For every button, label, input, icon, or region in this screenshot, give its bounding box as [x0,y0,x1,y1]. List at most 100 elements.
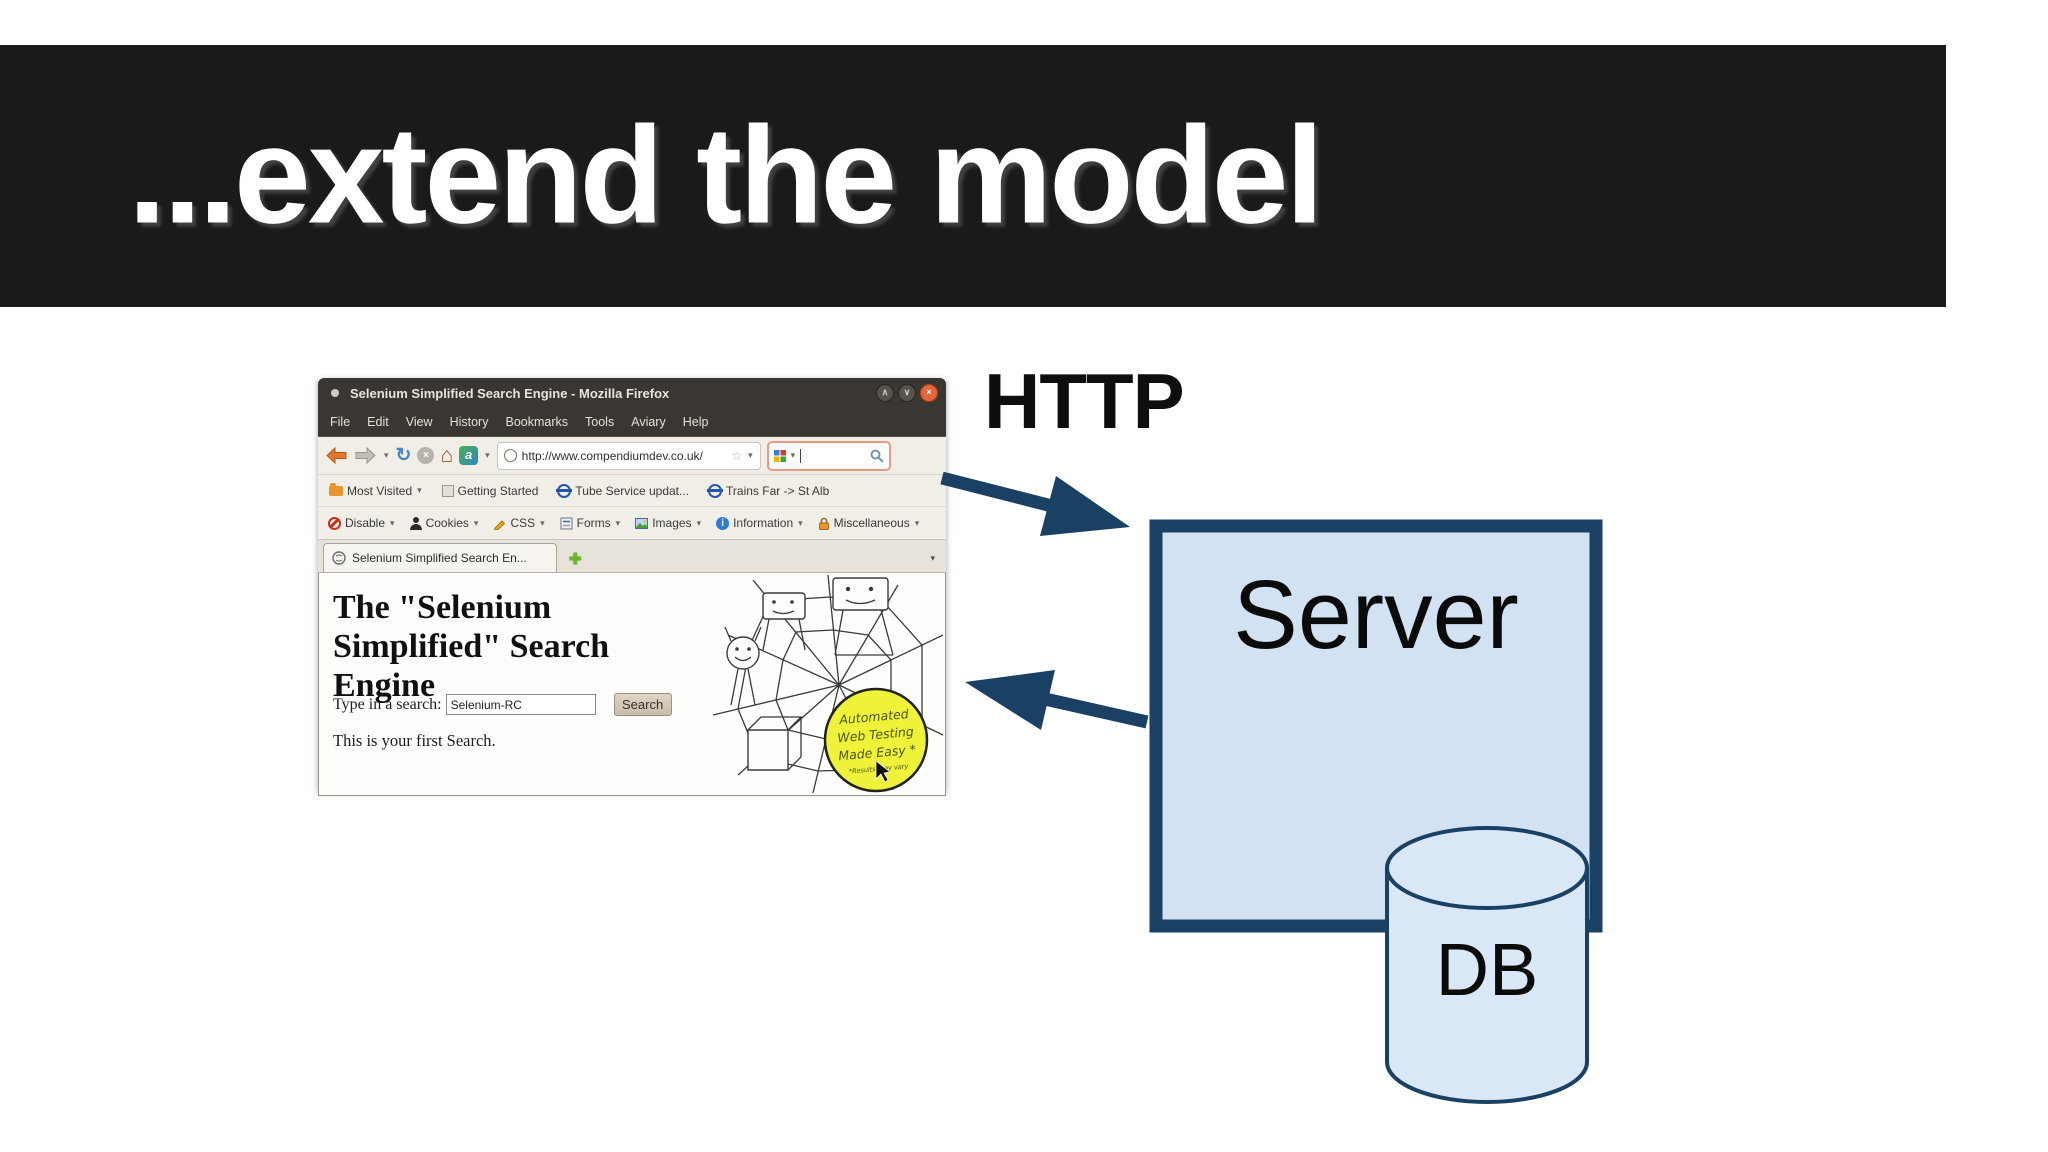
url-dropdown-icon[interactable]: ▾ [748,450,753,460]
person-icon [409,516,422,530]
aviary-dropdown-icon[interactable]: ▾ [485,450,490,460]
navigation-toolbar: ▾ ↻ × ⌂ a ▾ http://www.compendiumdev.co.… [318,436,946,475]
forward-icon[interactable] [354,446,377,465]
heading-line: The "Selenium [333,589,552,626]
webdev-images[interactable]: Images ▾ [635,516,702,530]
webdev-information[interactable]: i Information ▾ [716,516,804,530]
webdeveloper-toolbar: Disable ▾ Cookies ▾ CSS ▾ [318,507,946,540]
tab-title: Selenium Simplified Search En... [352,551,527,565]
db-cylinder: DB [1385,826,1589,1104]
reload-icon[interactable]: ↻ [395,445,412,466]
search-engine-box[interactable]: ▾ [766,440,891,471]
search-engine-dropdown-icon[interactable]: ▾ [790,450,796,460]
badge-line: Made Easy * [838,742,917,764]
webdev-cookies[interactable]: Cookies ▾ [409,516,480,530]
heading-line: Engine [333,667,436,704]
maximize-button[interactable]: ∧ [876,384,894,402]
tab-favicon [332,551,346,565]
badge-line: Automated [838,706,909,727]
bookmark-most-visited[interactable]: Most Visited ▾ [329,482,423,498]
spiderweb-cartoon: Automated Web Testing Made Easy * *Resul… [712,575,943,793]
tab-bar: Selenium Simplified Search En... ✚ ▾ [318,540,946,573]
dropdown-icon: ▾ [473,517,479,528]
close-button[interactable]: × [920,384,938,402]
window-title: Selenium Simplified Search Engine - Mozi… [350,385,670,401]
bookmark-trains[interactable]: Trains Far -> St Alb [707,483,829,498]
image-icon [635,517,649,529]
search-button[interactable]: Search [613,693,672,716]
site-favicon [503,449,517,462]
webdev-disable[interactable]: Disable ▾ [328,516,396,530]
slide-title: ...extend the model [128,98,1324,253]
page-content: The "Selenium Simplified" Search Engine … [318,573,946,796]
response-arrow-head [965,670,1055,730]
firefox-window: Selenium Simplified Search Engine - Mozi… [318,378,946,796]
bookmark-star-icon[interactable]: ☆ [731,448,743,463]
magnifier-icon[interactable] [870,449,884,463]
pencil-icon [494,519,506,530]
disable-icon [328,516,341,530]
bookmark-getting-started[interactable]: Getting Started [441,483,539,498]
aviary-icon[interactable]: a [459,446,479,465]
menu-history[interactable]: History [449,415,489,429]
back-icon[interactable] [325,446,348,465]
request-arrow-shaft [940,471,1054,513]
tube-roundel-icon [707,483,724,498]
webdev-label: Images [652,516,692,530]
dropdown-icon: ▾ [390,517,395,528]
menu-edit[interactable]: Edit [367,415,389,429]
text-caret [800,448,802,463]
heading-line: Simplified" Search [333,628,610,665]
webdev-label: Disable [345,516,386,530]
menu-file[interactable]: File [330,415,351,429]
menu-aviary[interactable]: Aviary [631,415,666,429]
stop-icon[interactable]: × [417,447,435,464]
page-icon [441,484,454,497]
folder-icon [329,482,343,496]
search-form: Type in a search: Search [333,693,672,716]
first-search-text: This is your first Search. [333,731,496,750]
menu-view[interactable]: View [405,415,433,429]
request-arrow-head [1040,476,1130,536]
bookmark-label: Getting Started [457,483,539,498]
http-label: HTTP [984,357,1185,445]
menu-bookmarks[interactable]: Bookmarks [505,415,569,429]
url-bar[interactable]: http://www.compendiumdev.co.uk/ ☆ ▾ [496,441,761,470]
page-heading: The "Selenium Simplified" Search Engine [333,588,945,705]
tab-selenium-simplified[interactable]: Selenium Simplified Search En... [323,543,557,572]
new-tab-icon[interactable]: ✚ [569,551,582,568]
form-icon [560,517,573,529]
db-label: DB [1436,928,1539,1011]
window-icon [331,389,339,397]
list-tabs-icon[interactable]: ▾ [930,553,935,563]
webdev-label: CSS [510,516,536,530]
menu-bar: File Edit View History Bookmarks Tools A… [318,408,946,436]
webdev-css[interactable]: CSS ▾ [493,516,545,530]
dropdown-icon: ▾ [540,517,545,528]
dropdown-icon: ▾ [696,517,702,528]
tube-roundel-icon [556,483,573,498]
url-text[interactable]: http://www.compendiumdev.co.uk/ [521,448,703,463]
google-icon [773,449,786,462]
dropdown-icon: ▾ [798,517,803,528]
webdev-label: Cookies [425,516,469,530]
search-label: Type in a search: [333,695,442,713]
response-arrow-shaft [1043,692,1149,729]
menu-tools[interactable]: Tools [585,415,615,429]
menu-help[interactable]: Help [682,415,709,429]
bookmark-tube-service[interactable]: Tube Service updat... [556,483,689,498]
dropdown-icon: ▾ [417,485,422,495]
search-input[interactable] [445,694,596,715]
info-icon: i [716,516,730,530]
server-label: Server [1233,560,1519,669]
back-forward-dropdown-icon[interactable]: ▾ [384,450,389,460]
minimize-button[interactable]: ∨ [898,384,916,402]
window-titlebar[interactable]: Selenium Simplified Search Engine - Mozi… [318,378,946,408]
home-icon[interactable]: ⌂ [440,443,454,467]
bookmarks-toolbar: Most Visited ▾ Getting Started Tube Serv… [318,475,946,507]
webdev-miscellaneous[interactable]: Miscellaneous ▾ [818,516,921,530]
lock-icon [818,517,829,530]
webdev-forms[interactable]: Forms ▾ [560,516,622,530]
